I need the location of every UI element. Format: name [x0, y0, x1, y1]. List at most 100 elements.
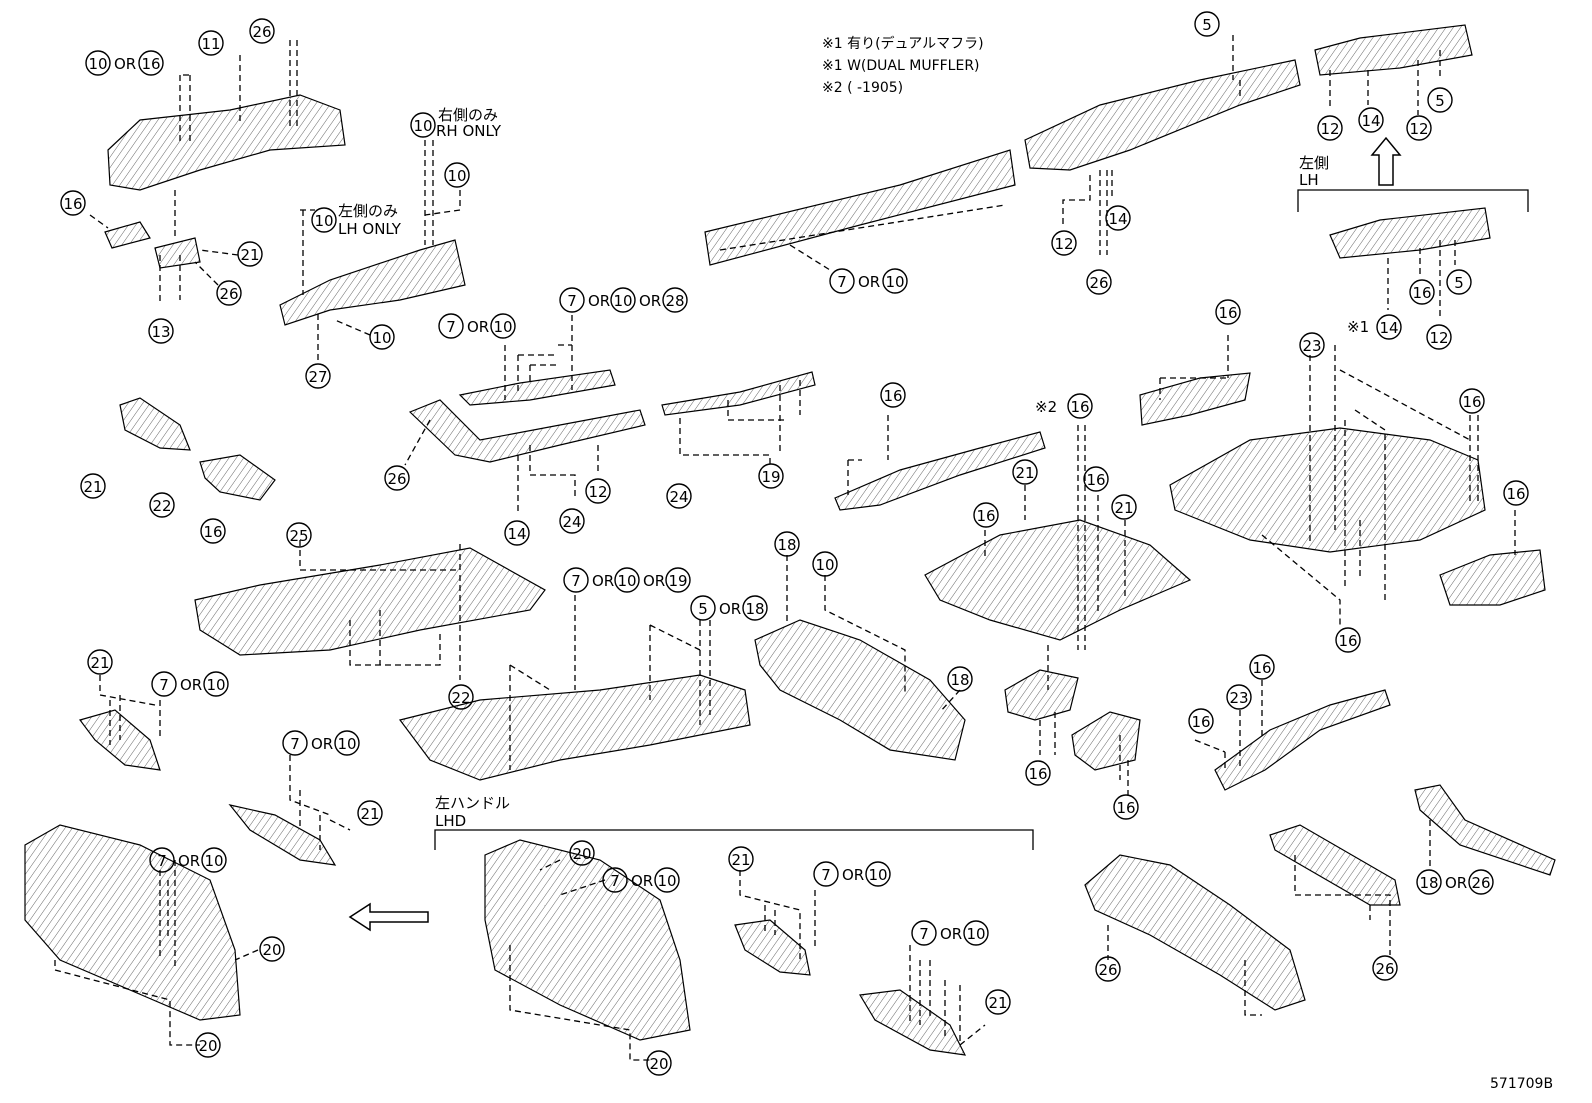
- svg-text:OR: OR: [643, 572, 665, 590]
- callout-22-left: 22: [149, 492, 175, 518]
- svg-text:10: 10: [966, 925, 985, 943]
- callout-24-sill: 24: [559, 508, 585, 534]
- svg-text:19: 19: [668, 572, 687, 590]
- callout-21-lhd-a: 21: [728, 846, 754, 872]
- part-crossmember-16-right: [1071, 711, 1141, 771]
- lh-only-ja-label: 左側のみ: [338, 202, 398, 220]
- svg-text:10: 10: [337, 735, 356, 753]
- svg-text:21: 21: [90, 654, 109, 672]
- callout-16-center-b: 16: [973, 502, 999, 528]
- callout-20-lhd-a: 20: [569, 840, 595, 866]
- svg-text:21: 21: [731, 851, 750, 869]
- part-rear-member-lh: [1329, 207, 1491, 259]
- part-crossmember-16-left: [1004, 669, 1079, 721]
- arrow-left-icon: [348, 902, 429, 932]
- svg-text:21: 21: [1015, 464, 1034, 482]
- part-sill-reinforcement: [408, 399, 646, 463]
- svg-text:OR: OR: [592, 572, 614, 590]
- callout-10-floor: 10: [812, 551, 838, 577]
- arrows: [348, 136, 1402, 932]
- diagram-code: 571709B: [1490, 1076, 1553, 1092]
- callout-21-lhd-b: 21: [985, 989, 1011, 1015]
- part-dash-panel-rhd: [24, 824, 241, 1021]
- star2-label: ※2: [1035, 398, 1057, 416]
- callout-16-mid-left: 16: [200, 518, 226, 544]
- callout-23-lower: 23: [1226, 684, 1252, 710]
- svg-text:16: 16: [1116, 799, 1135, 817]
- part-front-side-member-lower: [1084, 854, 1306, 1011]
- callout-7-or-10-dash-rhd: 7 OR 10: [149, 847, 227, 873]
- callout-16-center-a: 16: [1083, 466, 1109, 492]
- callout-21-lower-left: 21: [87, 649, 113, 675]
- notes-block: ※1 有り(デュアルマフラ) ※1 W(DUAL MUFFLER) ※2 ( -…: [822, 35, 984, 96]
- callout-10-rh: 10: [410, 112, 436, 138]
- part-front-side-member-upper: [107, 94, 346, 191]
- part-rear-wheelhouse-brace: [1214, 689, 1391, 791]
- svg-text:18: 18: [745, 600, 764, 618]
- callout-16-cm-a: 16: [1025, 760, 1051, 786]
- callout-18-b: 18: [947, 666, 973, 692]
- part-shapes: [24, 24, 1556, 1056]
- callout-7-or-10-or-19: 7 OR 10 OR 19: [563, 567, 691, 593]
- svg-text:10: 10: [206, 676, 225, 694]
- svg-text:OR: OR: [178, 852, 200, 870]
- callout-22-floor: 22: [448, 684, 474, 710]
- svg-text:7: 7: [919, 925, 929, 943]
- callout-5-top: 5: [1194, 11, 1220, 37]
- svg-text:7: 7: [567, 292, 577, 310]
- callout-16-lh: 16: [1409, 279, 1435, 305]
- lh-side-en-label: LH: [1299, 171, 1319, 189]
- callout-21-center-b: 21: [1111, 494, 1137, 520]
- svg-text:10: 10: [815, 556, 834, 574]
- callout-7-or-10-lhd-b: 7 OR 10: [813, 861, 891, 887]
- svg-text:21: 21: [988, 994, 1007, 1012]
- svg-text:16: 16: [1191, 713, 1210, 731]
- svg-text:7: 7: [821, 866, 831, 884]
- svg-text:OR: OR: [639, 292, 661, 310]
- svg-text:5: 5: [1454, 274, 1464, 292]
- callout-26-side-member: 26: [1095, 956, 1121, 982]
- callout-20-rhd-a: 20: [259, 936, 285, 962]
- svg-text:OR: OR: [311, 735, 333, 753]
- callout-16-rear-panel: 16: [1215, 299, 1241, 325]
- svg-text:10: 10: [493, 318, 512, 336]
- svg-text:16: 16: [1086, 471, 1105, 489]
- lh-only-en-label: LH ONLY: [338, 220, 402, 238]
- callout-14-sill: 14: [504, 520, 530, 546]
- svg-text:16: 16: [1412, 284, 1431, 302]
- svg-text:20: 20: [572, 845, 591, 863]
- callout-16-star2: 16: [1067, 393, 1093, 419]
- svg-text:10: 10: [314, 212, 333, 230]
- callout-21-top: 21: [237, 241, 263, 267]
- part-rear-floor-side-member: [754, 619, 966, 761]
- svg-text:16: 16: [1338, 632, 1357, 650]
- callout-16-left: 16: [60, 190, 86, 216]
- svg-text:OR: OR: [467, 318, 489, 336]
- svg-text:21: 21: [1114, 499, 1133, 517]
- svg-text:10: 10: [204, 852, 223, 870]
- callout-16-brace-a: 16: [1249, 654, 1275, 680]
- svg-text:26: 26: [1471, 874, 1490, 892]
- callout-18-or-26: 18 OR 26: [1416, 869, 1494, 895]
- svg-text:28: 28: [665, 292, 684, 310]
- svg-text:18: 18: [777, 536, 796, 554]
- part-rear-side-member: [1024, 59, 1301, 171]
- callout-7-or-10-sill: 7 OR 10: [438, 313, 516, 339]
- callout-27: 27: [305, 363, 331, 389]
- part-rear-floor-center: [924, 519, 1192, 641]
- star1-label: ※1: [1347, 318, 1369, 336]
- note-1-ja: ※1 有り(デュアルマフラ): [822, 35, 984, 52]
- svg-text:21: 21: [360, 805, 379, 823]
- note-2: ※2 ( -1905): [822, 80, 903, 96]
- svg-text:16: 16: [976, 507, 995, 525]
- svg-text:16: 16: [63, 195, 82, 213]
- svg-text:26: 26: [387, 470, 406, 488]
- svg-text:OR: OR: [842, 866, 864, 884]
- svg-text:27: 27: [308, 368, 327, 386]
- svg-text:22: 22: [451, 689, 470, 707]
- svg-text:16: 16: [1218, 304, 1237, 322]
- svg-text:19: 19: [761, 468, 780, 486]
- callout-5-or-18: 5 OR 18: [690, 595, 768, 621]
- svg-text:12: 12: [588, 483, 607, 501]
